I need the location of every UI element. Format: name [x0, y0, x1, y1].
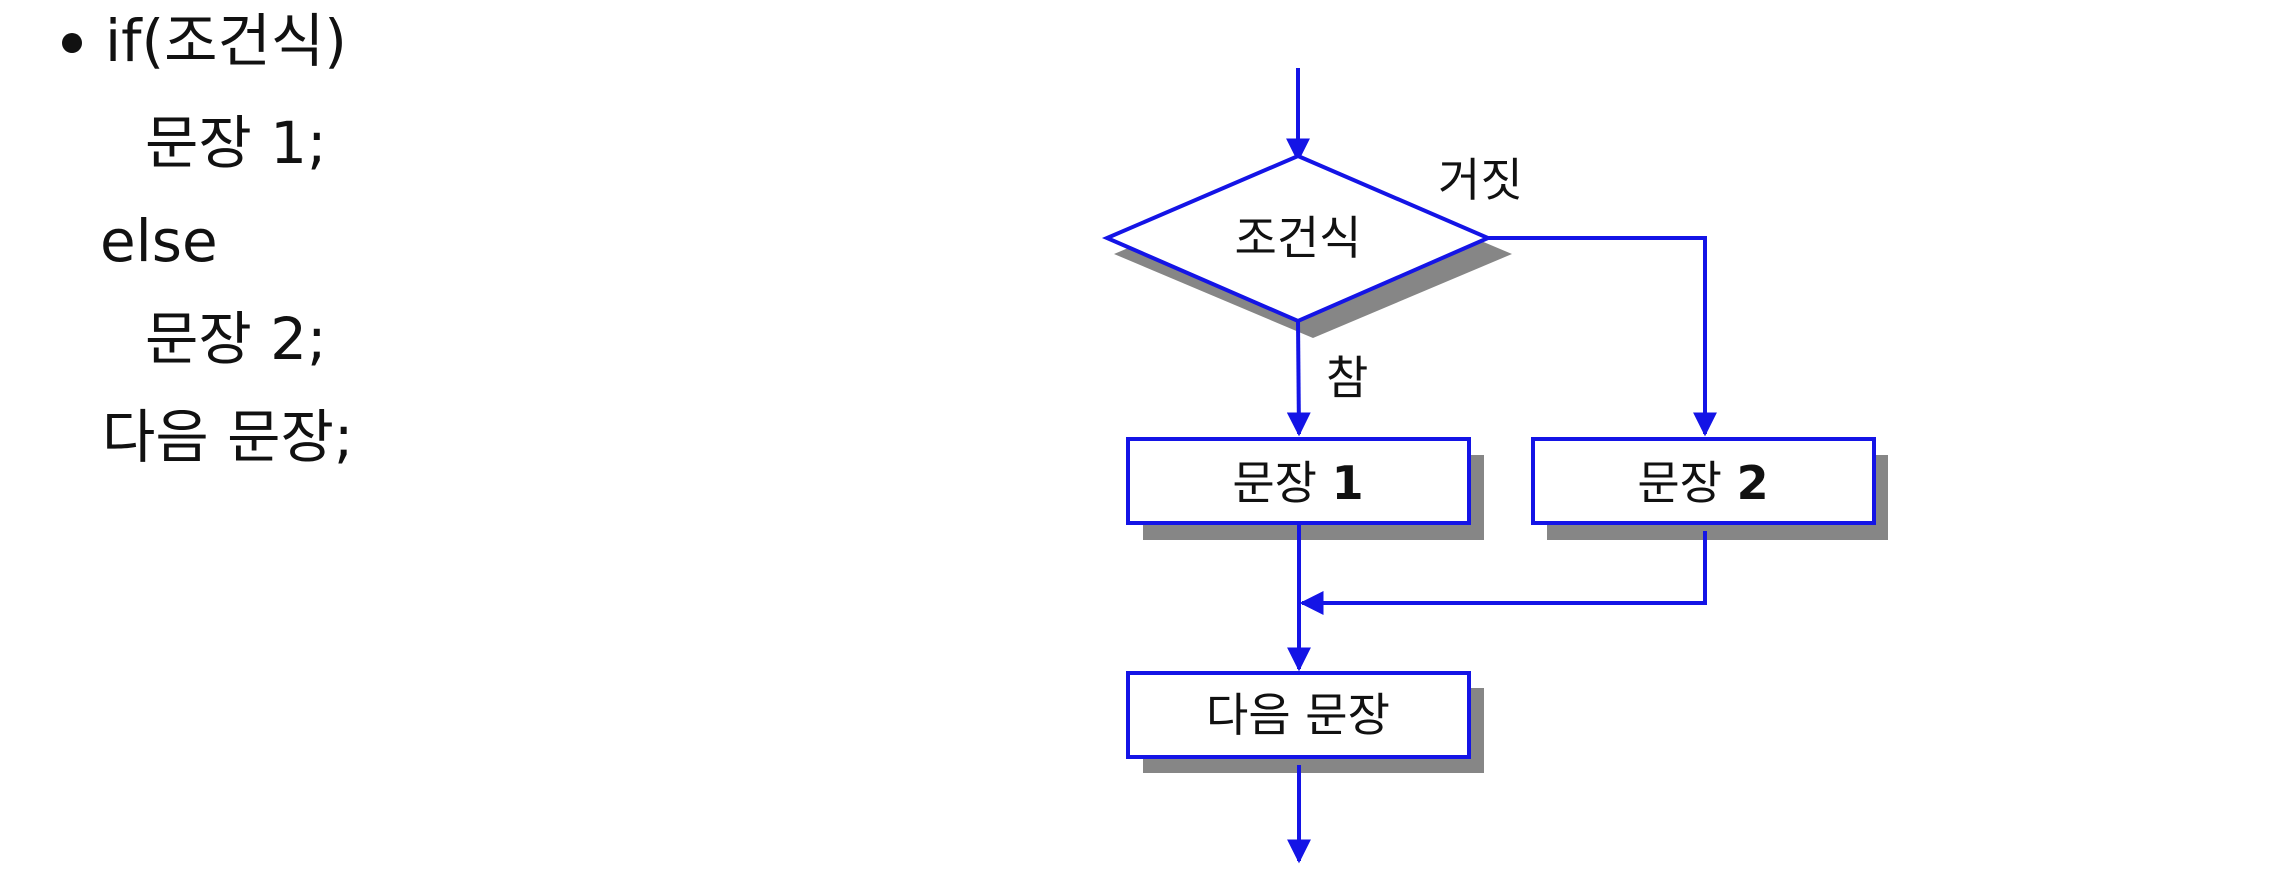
condition-label: 조건식	[1235, 211, 1362, 265]
code-line-statement1: 문장 1;	[145, 109, 327, 177]
false-label: 거짓	[1438, 153, 1523, 207]
true-branch-arrow	[1286, 320, 1311, 437]
statement2-text: 문장	[1637, 456, 1722, 510]
code-block: if(조건식) 문장 1; else 문장 2; 다음 문장;	[0, 0, 700, 875]
statement1-number: 1	[1332, 456, 1364, 510]
false-branch-arrow	[1488, 236, 1717, 437]
statement2-box	[1531, 437, 1876, 525]
statement2-label: 문장 2	[1637, 456, 1768, 510]
code-line-statement2: 문장 2;	[145, 305, 327, 373]
bullet-icon	[62, 33, 82, 53]
next-statement-box	[1126, 671, 1471, 759]
statement1-text: 문장	[1232, 456, 1317, 510]
statement1-label: 문장 1	[1232, 456, 1363, 510]
next-statement-label: 다음 문장	[1206, 688, 1390, 742]
true-label: 참	[1326, 351, 1368, 405]
merge-arrow	[1299, 531, 1707, 615]
statement1-box	[1126, 437, 1471, 525]
code-line-next-statement: 다음 문장;	[102, 403, 354, 471]
code-line-if: if(조건식)	[105, 7, 347, 75]
code-line-else: else	[100, 207, 218, 275]
statement2-number: 2	[1737, 456, 1769, 510]
